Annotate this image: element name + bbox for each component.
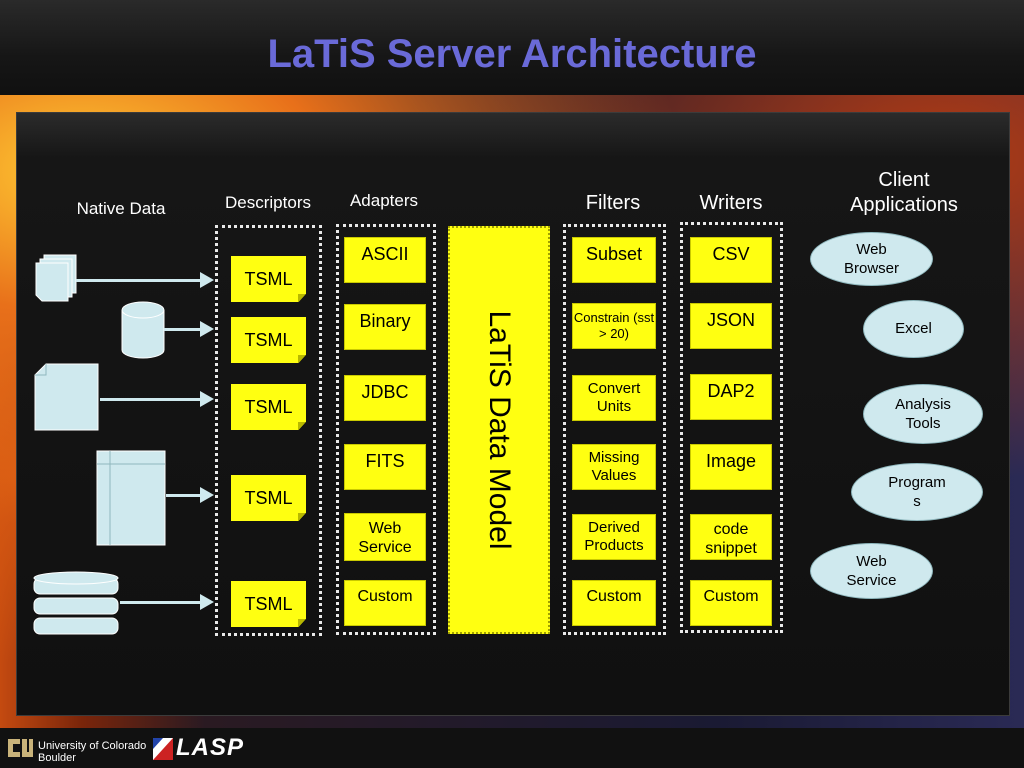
header-writers: Writers (699, 192, 763, 214)
slide-title: LaTiS Server Architecture (267, 32, 757, 76)
tsml-descriptor: TSML (231, 475, 306, 521)
university-name: University of Colorado Boulder (38, 740, 147, 765)
client-analysis-tools: Analysis Tools (863, 384, 983, 444)
adapters-group (336, 224, 436, 635)
writer-dap2: DAP2 (690, 374, 772, 420)
tsml-descriptor: TSML (231, 581, 306, 627)
cu-logo-icon (8, 739, 33, 757)
writer-image: Image (690, 444, 772, 490)
arrow-line (76, 279, 204, 282)
filter-missing-values: Missing Values (572, 444, 656, 490)
title-bar (0, 0, 1024, 95)
header-filters: Filters (585, 192, 641, 214)
tsml-descriptor: TSML (231, 384, 306, 430)
tsml-descriptor: TSML (231, 317, 306, 363)
header-adapters: Adapters (349, 191, 419, 210)
client-excel: Excel (863, 300, 964, 358)
adapter-jdbc: JDBC (344, 375, 426, 421)
filters-group (563, 224, 666, 635)
arrow-line (166, 494, 204, 497)
lasp-logo-text: LASP (176, 734, 245, 761)
latis-data-model: LaTiS Data Model (448, 226, 550, 634)
arrow-head (200, 487, 214, 503)
adapter-custom: Custom (344, 580, 426, 626)
database-cylinder-icon (121, 301, 165, 359)
arrow-head (200, 391, 214, 407)
arrow-head (200, 321, 214, 337)
arrow-head (200, 594, 214, 610)
client-programs: Program s (851, 463, 983, 521)
writer-csv: CSV (690, 237, 772, 283)
descriptors-group (215, 225, 322, 636)
tsml-descriptor: TSML (231, 256, 306, 302)
header-native-data: Native Data (76, 199, 166, 218)
notebook-icon (96, 450, 166, 546)
filter-custom: Custom (572, 580, 656, 626)
arrow-line (100, 398, 204, 401)
filter-subset: Subset (572, 237, 656, 283)
client-web-browser: Web Browser (810, 232, 933, 286)
writer-custom: Custom (690, 580, 772, 626)
arrow-line (164, 328, 204, 331)
file-icon (34, 363, 99, 431)
filter-derived-products: Derived Products (572, 514, 656, 560)
client-web-service: Web Service (810, 543, 933, 599)
adapter-ascii: ASCII (344, 237, 426, 283)
arrow-line (120, 601, 204, 604)
arrow-head (200, 272, 214, 288)
adapter-binary: Binary (344, 304, 426, 350)
header-client-applications: Client Applications (850, 169, 958, 216)
writer-json: JSON (690, 303, 772, 349)
writer-code-snippet: code snippet (690, 514, 772, 560)
header-descriptors: Descriptors (225, 193, 311, 212)
adapter-fits: FITS (344, 444, 426, 490)
filter-constrain: Constrain (sst > 20) (572, 303, 656, 349)
database-stack-icon (33, 571, 119, 635)
filter-convert-units: Convert Units (572, 375, 656, 421)
document-stack-icon (35, 254, 77, 302)
lasp-logo-icon (153, 738, 173, 760)
adapter-web-service: Web Service (344, 513, 426, 561)
writers-group (680, 222, 783, 633)
